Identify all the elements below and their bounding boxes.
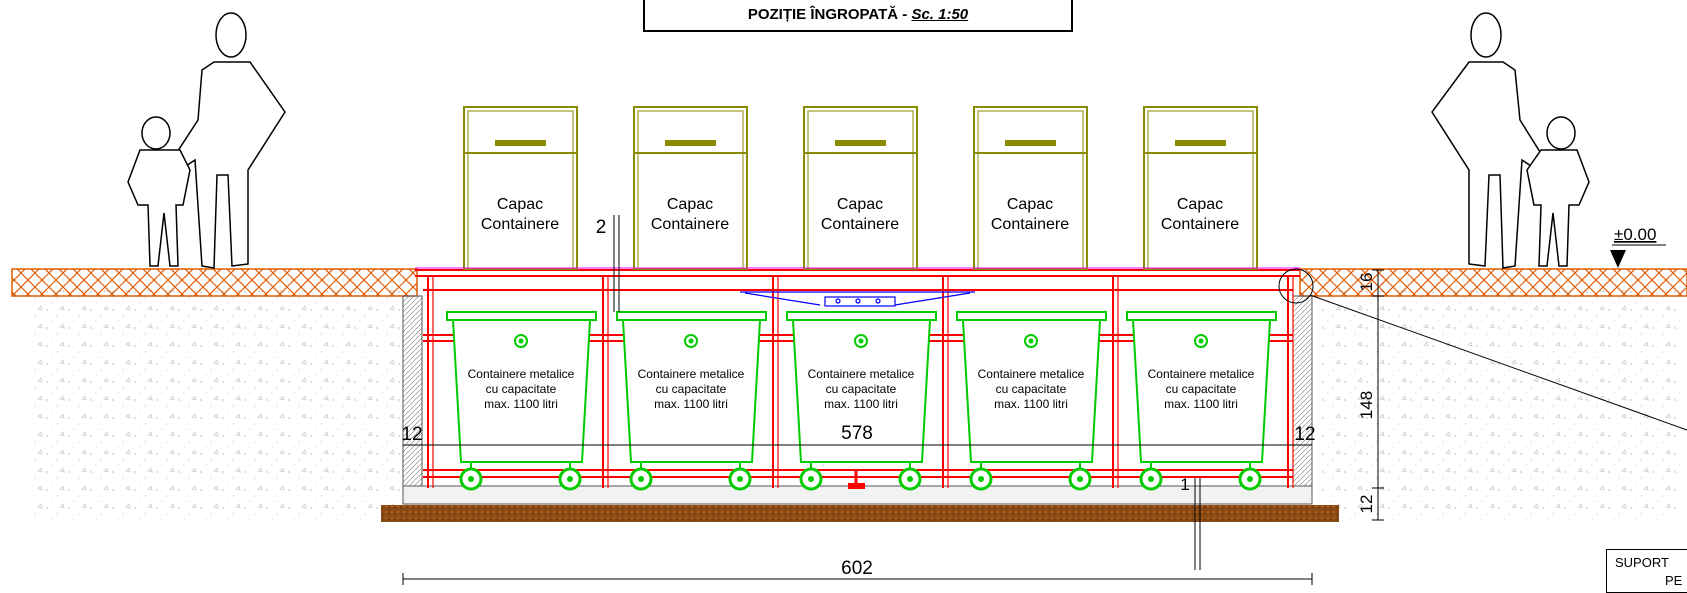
detail-note-box: SUPORT PE [1606, 549, 1687, 593]
container-label-line1: Containere metalice [808, 367, 915, 381]
dim-outer-width: 602 [841, 558, 873, 579]
container-label-line1: Containere metalice [468, 367, 575, 381]
container-label-line2: cu capacitate [996, 382, 1067, 396]
dim-top-slab: 16 [1357, 273, 1376, 292]
frame-posts [427, 276, 1294, 489]
lid-label-line2: Containere [991, 216, 1069, 233]
dim-pit-depth: 148 [1357, 391, 1376, 419]
container-label-line3: max. 1100 litri [484, 397, 558, 411]
level-value: ±0.00 [1614, 225, 1656, 244]
lids-group: CapacContainereCapacContainereCapacConta… [463, 106, 1258, 270]
soil-left [30, 290, 400, 520]
drawing-title: POZIȚIE ÎNGROPATĂ - Sc. 1:50 [643, 0, 1073, 32]
lid-label-line1: Capac [837, 196, 883, 213]
dim-gap: 1 [1180, 475, 1189, 494]
ground-strip-left [11, 268, 418, 297]
container-label-line1: Containere metalice [638, 367, 745, 381]
soil-right [1320, 290, 1680, 520]
title-scale: Sc. 1:50 [911, 6, 969, 23]
pit-wall-left [402, 295, 423, 489]
lid-label-line1: Capac [497, 196, 543, 213]
lid-label-line2: Containere [481, 216, 559, 233]
detail-leader [1309, 294, 1687, 431]
lid-label-line1: Capac [667, 196, 713, 213]
container-label-line3: max. 1100 litri [1164, 397, 1238, 411]
level-marker [1610, 244, 1666, 268]
title-main: POZIȚIE ÎNGROPATĂ - [747, 6, 912, 23]
adult-figure-right [1431, 12, 1546, 269]
container-label-line3: max. 1100 litri [654, 397, 728, 411]
dim-wall-left: 12 [401, 424, 422, 445]
container-label-line1: Containere metalice [978, 367, 1085, 381]
lid-label-line2: Containere [1161, 216, 1239, 233]
lid-label-line2: Containere [821, 216, 899, 233]
lid-label-line2: Containere [651, 216, 729, 233]
container-label-line2: cu capacitate [826, 382, 897, 396]
detail-note-line1: SUPORT [1615, 555, 1669, 570]
container-label-line3: max. 1100 litri [994, 397, 1068, 411]
dim-wall-right: 12 [1294, 424, 1315, 445]
foundation-slab [381, 505, 1339, 522]
child-figure-left [127, 116, 191, 267]
lid-label-line1: Capac [1007, 196, 1053, 213]
container-label-line2: cu capacitate [656, 382, 727, 396]
dim-inner-width: 578 [841, 423, 873, 444]
pit-wall-right [1292, 295, 1313, 489]
ground-strip-right [1299, 268, 1687, 297]
detail-note-line2: PE [1665, 573, 1683, 588]
child-figure-right [1526, 116, 1590, 267]
dim-bottom-slab: 12 [1357, 495, 1376, 514]
adult-figure-left [171, 12, 286, 269]
detail-callout-circle [1278, 268, 1314, 304]
container-label-line2: cu capacitate [486, 382, 557, 396]
container-label-line2: cu capacitate [1166, 382, 1237, 396]
dim-lid-offset: 2 [596, 217, 607, 238]
container-label-line3: max. 1100 litri [824, 397, 898, 411]
dimension-lines [402, 215, 1384, 585]
lift-mechanism [740, 291, 975, 307]
container-label-line1: Containere metalice [1148, 367, 1255, 381]
lid-label-line1: Capac [1177, 196, 1223, 213]
